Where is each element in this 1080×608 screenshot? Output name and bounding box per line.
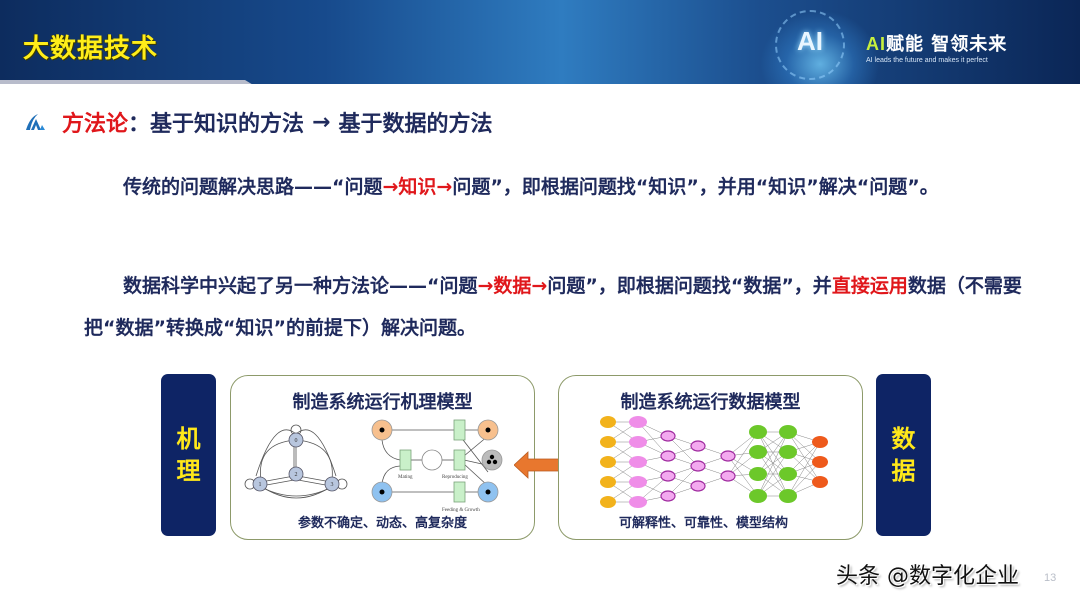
ai-ring-decoration bbox=[775, 10, 845, 80]
svg-text:Reproducing: Reproducing bbox=[442, 475, 468, 480]
svg-text:2: 2 bbox=[295, 472, 298, 478]
markov-state-diagram: 0 1 2 3 bbox=[244, 424, 348, 499]
data-label-2: 据 bbox=[891, 457, 916, 485]
data-label-1: 数 bbox=[891, 425, 916, 453]
header-accent-stripe bbox=[0, 80, 255, 84]
svg-text:Mating: Mating bbox=[398, 475, 413, 480]
mechanism-model-caption: 参数不确定、动态、高复杂度 bbox=[297, 516, 467, 531]
watermark: 头条 @数字化企业 bbox=[836, 564, 1019, 589]
paragraph-traditional: 传统的问题解决思路——“问题→知识→问题”，即根据问题找“知识”，并用“知识”解… bbox=[84, 166, 1044, 208]
p1-highlight: →知识→ bbox=[382, 176, 453, 198]
slogan: AI赋能 智领未来 AI leads the future and makes … bbox=[866, 30, 1007, 64]
mechanism-label-box: 机 理 bbox=[161, 374, 216, 536]
p2-highlight-2: 直接运用 bbox=[831, 275, 908, 297]
data-label-box: 数 据 bbox=[876, 374, 931, 536]
data-model-title: 制造系统运行数据模型 bbox=[620, 392, 801, 413]
mountain-logo-icon bbox=[26, 114, 45, 130]
section-to: 基于数据的方法 bbox=[338, 112, 493, 137]
p2-highlight-1: →数据→ bbox=[477, 275, 548, 297]
mechanism-model-title: 制造系统运行机理模型 bbox=[292, 392, 473, 413]
mechanism-model-panel: 制造系统运行机理模型 参数不确定、动态、高复杂度 bbox=[230, 375, 535, 540]
svg-text:1: 1 bbox=[259, 482, 262, 488]
section-arrow: → bbox=[312, 109, 331, 135]
bidirectional-arrow-icon bbox=[514, 451, 578, 479]
petri-net-diagram: Mating Reproducing Feeding & Growth bbox=[371, 419, 503, 513]
data-model-caption: 可解释性、可靠性、模型结构 bbox=[619, 516, 789, 531]
slogan-main: AI赋能 智领未来 bbox=[866, 30, 1007, 56]
section-colon: ： bbox=[128, 112, 151, 137]
p2-text-e: 数据（不需要把“数据”转换成“知识”的前提下）解决问题。 bbox=[84, 275, 1022, 339]
p2-text-c: 问题”，即根据问题找“数据”，并 bbox=[547, 275, 832, 297]
mechanism-label-2: 理 bbox=[176, 457, 201, 485]
page-title: 大数据技术 bbox=[23, 34, 159, 64]
section-label: 方法论 bbox=[62, 112, 129, 137]
paragraph-data-science: 数据科学中兴起了另一种方法论——“问题→数据→问题”，即根据问题找“数据”，并直… bbox=[84, 265, 1044, 349]
slogan-text: 赋能 智领未来 bbox=[886, 34, 1008, 55]
header-banner: AI 大数据技术 AI赋能 智领未来 AI leads the future a… bbox=[0, 0, 1080, 84]
slogan-subtitle: AI leads the future and makes it perfect bbox=[866, 57, 988, 64]
ai-badge: AI bbox=[797, 26, 823, 56]
svg-text:0: 0 bbox=[295, 438, 298, 444]
p1-text-a: 传统的问题解决思路——“问题 bbox=[123, 176, 383, 198]
svg-text:3: 3 bbox=[331, 482, 334, 488]
section-heading: 方法论 ： 基于知识的方法 → 基于数据的方法 bbox=[24, 106, 493, 138]
page-number: 13 bbox=[1044, 572, 1057, 584]
slogan-ai: AI bbox=[866, 34, 886, 54]
neural-network-diagram bbox=[600, 416, 828, 508]
svg-text:Feeding & Growth: Feeding & Growth bbox=[442, 508, 480, 513]
p1-text-c: 问题”，即根据问题找“知识”，并用“知识”解决“问题”。 bbox=[452, 176, 939, 198]
mechanism-label-1: 机 bbox=[176, 425, 201, 453]
section-from: 基于知识的方法 bbox=[150, 112, 305, 137]
p2-text-a: 数据科学中兴起了另一种方法论——“问题 bbox=[123, 275, 478, 297]
